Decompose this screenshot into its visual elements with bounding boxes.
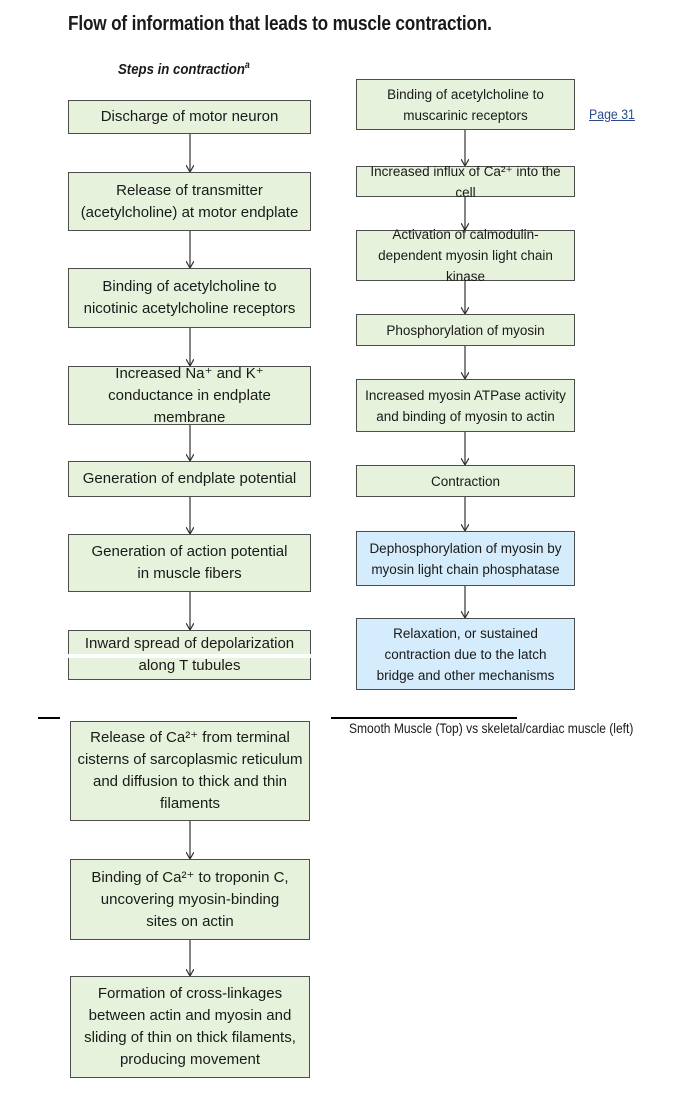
steps-subtitle: Steps in contractiona bbox=[118, 60, 250, 78]
smooth-step-8-text: Relaxation, or sustained contraction due… bbox=[376, 625, 555, 683]
skeletal-step-3: Binding of acetylcholine to nicotinic ac… bbox=[68, 268, 311, 328]
page-link[interactable]: Page 31 bbox=[589, 106, 635, 122]
skeletal-step-6-text: Generation of action potential in muscle… bbox=[91, 543, 288, 582]
skeletal-step-3-text: Binding of acetylcholine to nicotinic ac… bbox=[83, 278, 296, 317]
divider-right bbox=[331, 717, 517, 719]
page-title: Flow of information that leads to muscle… bbox=[68, 13, 492, 35]
skeletal-step-5-text: Generation of endplate potential bbox=[82, 470, 297, 487]
smooth-step-5-text: Increased myosin ATPase activity and bin… bbox=[365, 387, 566, 424]
divider-left bbox=[38, 717, 60, 719]
smooth-step-7-text: Dephosphorylation of myosin by myosin li… bbox=[369, 540, 562, 577]
skeletal-step-9-text: Binding of Ca²⁺ to troponin C, uncoverin… bbox=[91, 868, 289, 930]
smooth-step-3: Activation of calmodulin-dependent myosi… bbox=[356, 227, 575, 284]
subtitle-footnote-mark: a bbox=[244, 60, 250, 71]
subtitle-text: Steps in contraction bbox=[118, 61, 245, 78]
skeletal-step-2: Release of transmitter (acetylcholine) a… bbox=[68, 172, 311, 231]
skeletal-step-10: Formation of cross-linkages between acti… bbox=[70, 976, 310, 1078]
smooth-step-6-text: Contraction bbox=[430, 473, 501, 489]
skeletal-step-6: Generation of action potential in muscle… bbox=[68, 534, 311, 592]
skeletal-step-4-text: Increased Na⁺ and K⁺ conductance in endp… bbox=[108, 364, 271, 426]
smooth-step-7: Dephosphorylation of myosin by myosin li… bbox=[356, 531, 575, 586]
smooth-step-4: Phosphorylation of myosin bbox=[356, 314, 575, 346]
smooth-step-8: Relaxation, or sustained contraction due… bbox=[356, 618, 575, 690]
smooth-step-1-text: Binding of acetylcholine to muscarinic r… bbox=[387, 86, 544, 123]
smooth-step-3-text: Activation of calmodulin-dependent myosi… bbox=[378, 227, 553, 284]
skeletal-step-4: Increased Na⁺ and K⁺ conductance in endp… bbox=[68, 365, 311, 426]
skeletal-step-2-text: Release of transmitter (acetylcholine) a… bbox=[80, 181, 299, 221]
comparison-caption: Smooth Muscle (Top) vs skeletal/cardiac … bbox=[349, 720, 634, 736]
skeletal-step-7-text: Inward spread of depolarization along T … bbox=[84, 635, 295, 674]
skeletal-step-9: Binding of Ca²⁺ to troponin C, uncoverin… bbox=[70, 859, 310, 940]
skeletal-step-8: Release of Ca²⁺ from terminal cisterns o… bbox=[70, 721, 310, 821]
smooth-step-2: Increased influx of Ca²⁺ into the cell bbox=[356, 164, 575, 200]
smooth-step-5: Increased myosin ATPase activity and bin… bbox=[356, 379, 575, 432]
skeletal-step-10-text: Formation of cross-linkages between acti… bbox=[84, 985, 296, 1068]
skeletal-step-5: Generation of endplate potential bbox=[68, 461, 311, 497]
smooth-step-4-text: Phosphorylation of myosin bbox=[386, 322, 545, 338]
smooth-step-6: Contraction bbox=[356, 465, 575, 497]
scan-gap bbox=[60, 654, 322, 658]
smooth-step-2-text: Increased influx of Ca²⁺ into the cell bbox=[370, 163, 561, 200]
skeletal-step-1-text: Discharge of motor neuron bbox=[100, 108, 279, 125]
skeletal-step-1: Discharge of motor neuron bbox=[68, 100, 311, 134]
skeletal-step-8-text: Release of Ca²⁺ from terminal cisterns o… bbox=[77, 729, 303, 812]
smooth-step-1: Binding of acetylcholine to muscarinic r… bbox=[356, 79, 575, 130]
